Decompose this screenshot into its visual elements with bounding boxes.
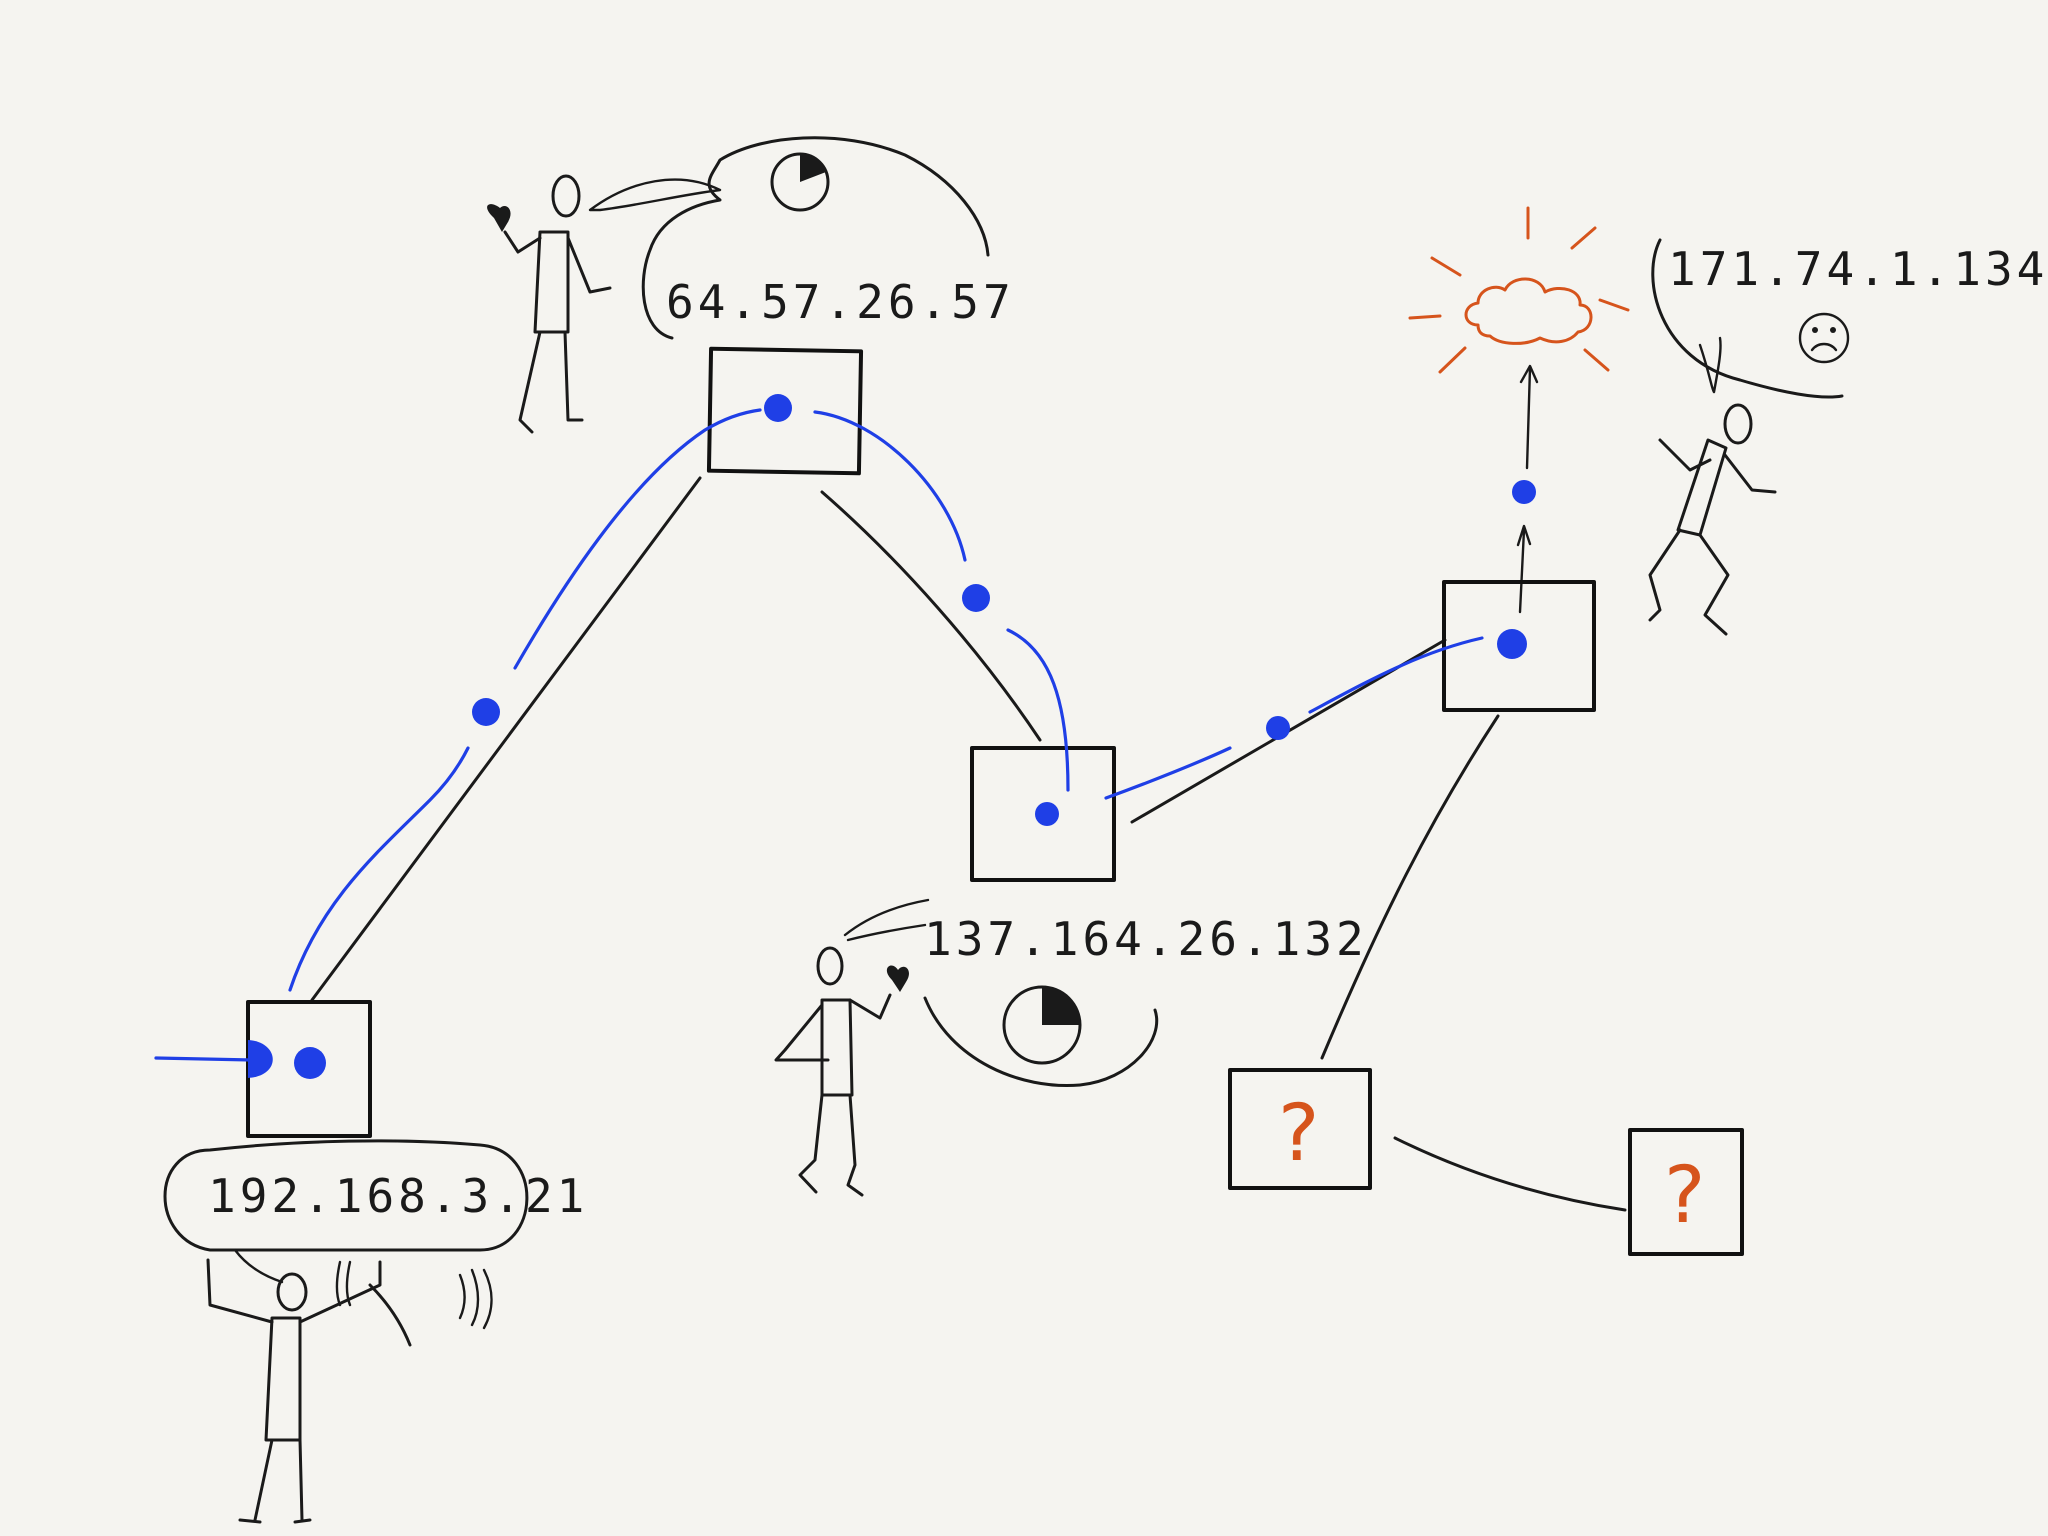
- router-hop3: [1442, 580, 1596, 712]
- unknown-markers: ? ?: [1278, 1089, 1705, 1241]
- packet-path-seg3: [813, 410, 967, 562]
- arrow-to-cloud: [1525, 366, 1532, 470]
- packet-in-transit-2: [962, 584, 990, 612]
- clock-fill: [800, 154, 826, 182]
- packet-in-transit-1: [472, 698, 500, 726]
- person-source: [206, 1258, 493, 1524]
- bubble-source: [163, 1139, 529, 1252]
- person-hop3: [1648, 403, 1777, 636]
- bubble-hop2-tail: [843, 898, 930, 942]
- burning-cloud-icon: [1408, 206, 1630, 374]
- link-source-hop1: [310, 476, 702, 1002]
- ip-label-source: 192.168.3.21: [208, 1169, 588, 1223]
- packet-at-hop2: [1035, 802, 1059, 826]
- arrowhead-up-small: [1516, 524, 1532, 547]
- sad-face-icon: [1798, 312, 1850, 364]
- router-hop1: [706, 346, 864, 476]
- packet-at-hop3: [1497, 629, 1527, 659]
- heart-icon: [886, 965, 909, 992]
- link-unknown1-unknown2: [1393, 1136, 1627, 1212]
- unknown-marker-1: ?: [1278, 1089, 1319, 1179]
- ip-label-hop3: 171.74.1.134: [1668, 242, 2048, 296]
- packet-at-hop1: [764, 394, 792, 422]
- router-hop2: [970, 746, 1116, 882]
- bubble-hop3: [1651, 238, 1844, 399]
- speech-bubbles: [163, 136, 1844, 1284]
- link-hop3-unknown1: [1320, 714, 1500, 1060]
- bubble-hop3-tail: [1698, 336, 1722, 394]
- router-unknown1: [1228, 1068, 1372, 1190]
- bubble-hop2: [923, 996, 1159, 1088]
- bubble-hop1: [641, 136, 990, 340]
- network-links: [310, 364, 1627, 1212]
- packet-path-seg5: [1104, 746, 1232, 800]
- packet-path-seg2: [513, 408, 762, 670]
- link-hop3-up: [1518, 528, 1526, 614]
- unknown-marker-2: ?: [1664, 1151, 1705, 1241]
- packet-path-seg1: [288, 746, 470, 992]
- packet-entry-line: [154, 1056, 254, 1062]
- person-hop2: [774, 946, 909, 1197]
- router-unknown2: [1628, 1128, 1744, 1256]
- heart-icon: [487, 204, 511, 232]
- person-hop1: [487, 174, 612, 434]
- bubble-source-tail: [233, 1248, 284, 1284]
- ip-labels: 192.168.3.21 64.57.26.57 137.164.26.132 …: [208, 242, 2048, 1223]
- packet-in-transit-3: [1266, 716, 1290, 740]
- packet-at-source: [294, 1047, 326, 1079]
- link-hop1-hop2: [820, 490, 1042, 742]
- packet-path-seg6: [1308, 636, 1484, 714]
- ip-label-hop1: 64.57.26.57: [666, 275, 1015, 329]
- arrowhead-up: [1519, 364, 1539, 384]
- ip-label-hop2: 137.164.26.132: [924, 912, 1368, 966]
- timer-hop2: [1002, 985, 1082, 1065]
- packet-entry-head: [248, 1040, 273, 1078]
- bubble-hop1-tail: [588, 178, 722, 212]
- timer-hop1: [770, 152, 830, 212]
- clock-fill: [1042, 987, 1080, 1025]
- packet-path-seg4: [1006, 628, 1070, 792]
- packet-path: [154, 394, 1536, 1079]
- packet-leaving-hop3: [1512, 480, 1536, 504]
